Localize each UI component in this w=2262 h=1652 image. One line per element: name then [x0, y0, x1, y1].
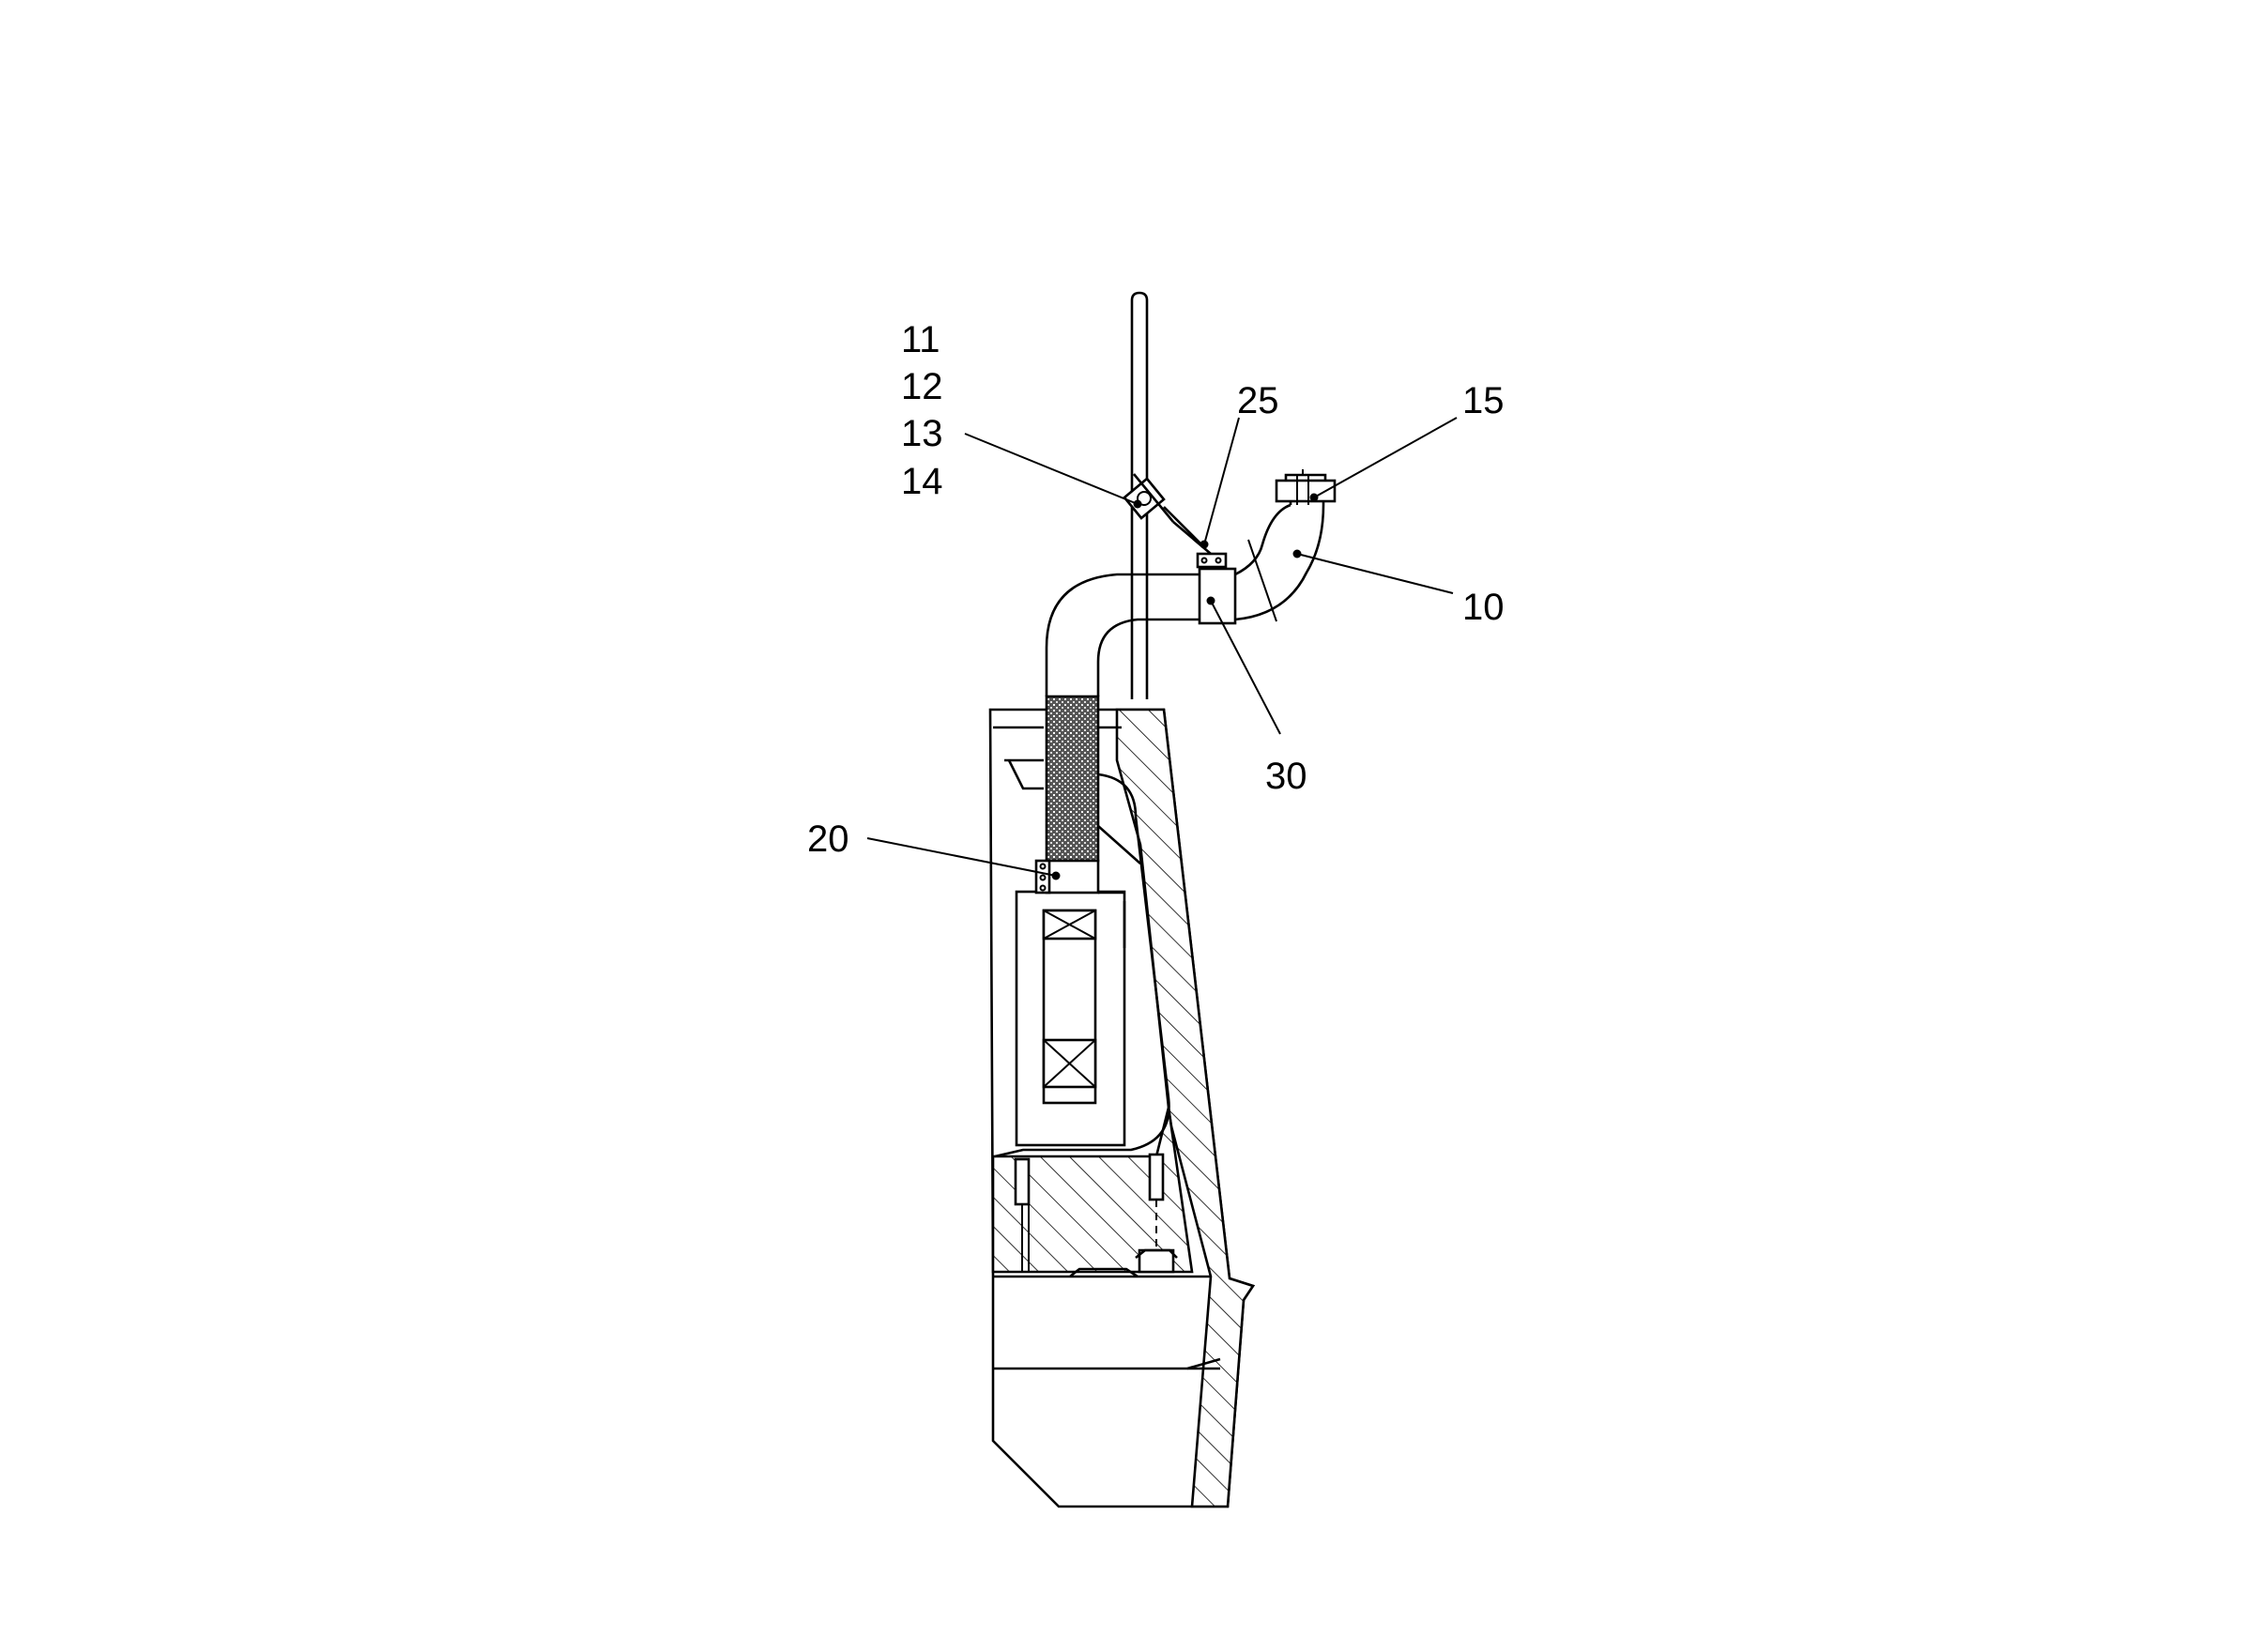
label-13: 13: [901, 413, 943, 454]
leader-lines: [866, 417, 1458, 880]
label-12: 12: [901, 366, 943, 407]
label-30: 30: [1265, 756, 1307, 797]
label-20: 20: [807, 818, 849, 860]
label-10: 10: [1462, 587, 1505, 628]
cable-hose-assembly: [1034, 469, 1337, 895]
label-11: 11: [901, 319, 940, 360]
label-25: 25: [1237, 380, 1279, 421]
mounting-bracket: [1123, 473, 1228, 569]
label-14: 14: [901, 461, 943, 502]
housing-body: [988, 708, 1256, 1508]
label-15: 15: [1462, 380, 1505, 421]
